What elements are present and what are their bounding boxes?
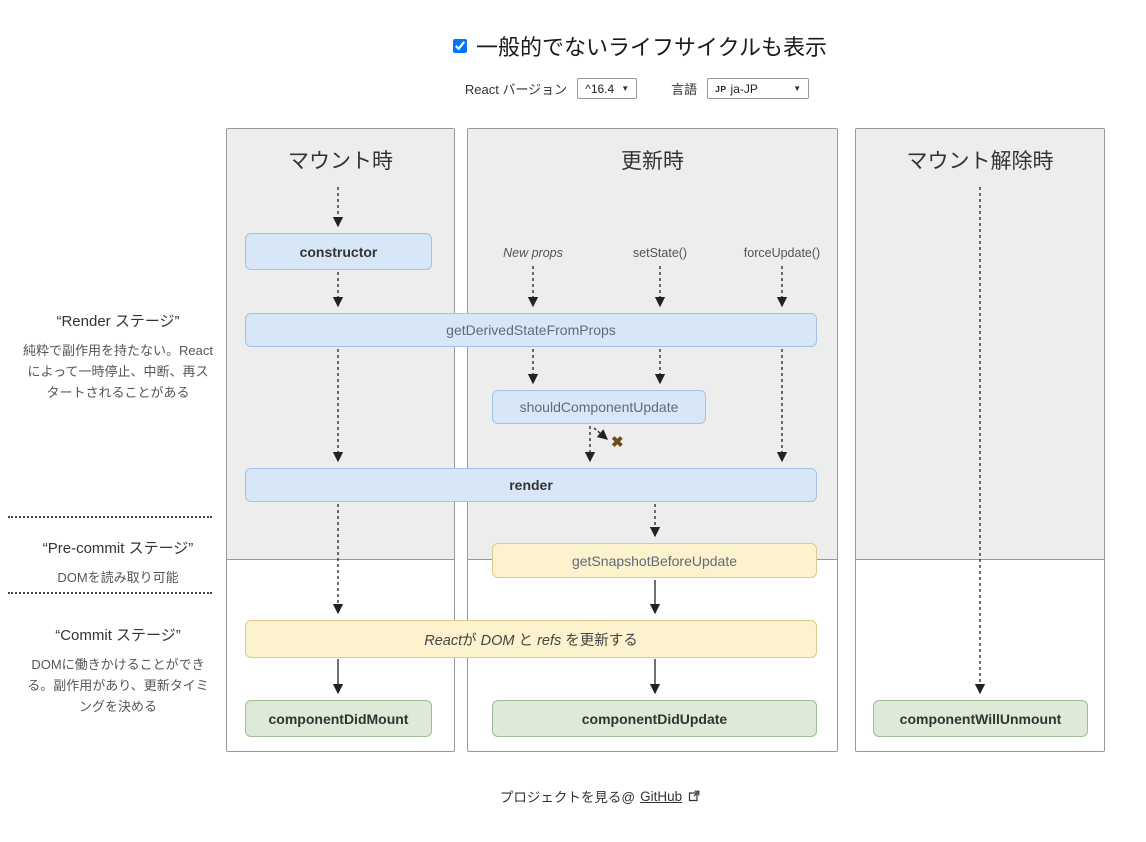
- header-toggle-row: 一般的でないライフサイクルも表示: [135, 30, 1145, 62]
- react-version-label: React バージョン: [464, 82, 568, 97]
- commit-stage-title: “Commit ステージ”: [55, 627, 181, 644]
- componentwillunmount-box[interactable]: componentWillUnmount: [873, 700, 1088, 737]
- stage-separator: [8, 592, 212, 594]
- trigger-forceupdate: forceUpdate(): [743, 246, 821, 260]
- update-column-title: 更新時: [621, 150, 684, 173]
- mount-column-title: マウント時: [288, 150, 393, 173]
- chevron-down-icon: ▼: [621, 84, 630, 93]
- commit-stage-note: “Commit ステージ” DOMに働きかけることができる。副作用があり、更新タ…: [22, 624, 214, 717]
- trigger-new-props: New props: [503, 246, 563, 260]
- render-label: render: [509, 477, 553, 493]
- footer-text: プロジェクトを見る@: [499, 790, 636, 805]
- render-stage-title: “Render ステージ”: [56, 313, 180, 330]
- show-uncommon-label[interactable]: 一般的でないライフサイクルも表示: [476, 35, 827, 60]
- constructor-box[interactable]: constructor: [245, 233, 432, 270]
- jp-flag-icon: JP: [715, 83, 727, 94]
- language-select[interactable]: JP ja-JP ▼: [707, 78, 810, 99]
- unmount-column: マウント解除時: [855, 128, 1105, 752]
- componentdidmount-box[interactable]: componentDidMount: [245, 700, 432, 737]
- getsnapshotbeforeupdate-label: getSnapshotBeforeUpdate: [571, 552, 737, 569]
- unmount-column-title: マウント解除時: [906, 150, 1054, 173]
- trigger-setstate: setState(): [632, 246, 688, 260]
- external-link-icon: [689, 790, 700, 802]
- componentdidmount-label: componentDidMount: [268, 710, 409, 727]
- componentdidupdate-box[interactable]: componentDidUpdate: [492, 700, 817, 737]
- pre-commit-stage-title: “Pre-commit ステージ”: [42, 540, 194, 557]
- getderivedstatefromprops-label: getDerivedStateFromProps: [446, 322, 616, 338]
- componentwillunmount-label: componentWillUnmount: [899, 710, 1062, 727]
- pre-commit-stage-note: “Pre-commit ステージ” DOMを読み取り可能: [22, 537, 214, 588]
- chevron-down-icon: ▼: [793, 84, 802, 93]
- render-phase-background: [856, 129, 1104, 560]
- react-version-value: ^16.4: [585, 81, 615, 96]
- github-link[interactable]: GitHub: [640, 788, 683, 804]
- react-updates-dom-box: Reactが DOM と refs を更新する: [245, 620, 817, 658]
- constructor-label: constructor: [299, 243, 378, 260]
- pre-commit-stage-description: DOMを読み取り可能: [57, 570, 179, 585]
- language-label: 言語: [671, 82, 698, 97]
- shouldcomponentupdate-box[interactable]: shouldComponentUpdate: [492, 390, 706, 424]
- language-value: ja-JP: [730, 81, 758, 96]
- mount-column: マウント時: [226, 128, 455, 752]
- componentdidupdate-label: componentDidUpdate: [581, 710, 728, 727]
- footer: プロジェクトを見る@ GitHub: [100, 786, 1100, 806]
- shouldcomponentupdate-label: shouldComponentUpdate: [519, 399, 679, 415]
- getsnapshotbeforeupdate-box[interactable]: getSnapshotBeforeUpdate: [492, 543, 817, 578]
- update-column: 更新時: [467, 128, 838, 752]
- language-value-wrap: JP ja-JP: [715, 82, 758, 96]
- render-stage-note: “Render ステージ” 純粋で副作用を持たない。Reactによって一時停止、…: [22, 310, 214, 403]
- render-stage-description: 純粋で副作用を持たない。Reactによって一時停止、中断、再スタートされることが…: [23, 343, 213, 401]
- render-box[interactable]: render: [245, 468, 817, 502]
- react-updates-dom-label: Reactが DOM と refs を更新する: [424, 632, 638, 649]
- getderivedstatefromprops-box[interactable]: getDerivedStateFromProps: [245, 313, 817, 347]
- commit-stage-description: DOMに働きかけることができる。副作用があり、更新タイミングを決める: [27, 657, 209, 715]
- stage-separator: [8, 516, 212, 518]
- skip-render-x-icon: ✖: [611, 434, 624, 451]
- react-version-select[interactable]: ^16.4 ▼: [577, 78, 638, 99]
- header-controls-row: React バージョン ^16.4 ▼ 言語 JP ja-JP ▼: [132, 78, 1142, 99]
- show-uncommon-checkbox[interactable]: [453, 39, 468, 53]
